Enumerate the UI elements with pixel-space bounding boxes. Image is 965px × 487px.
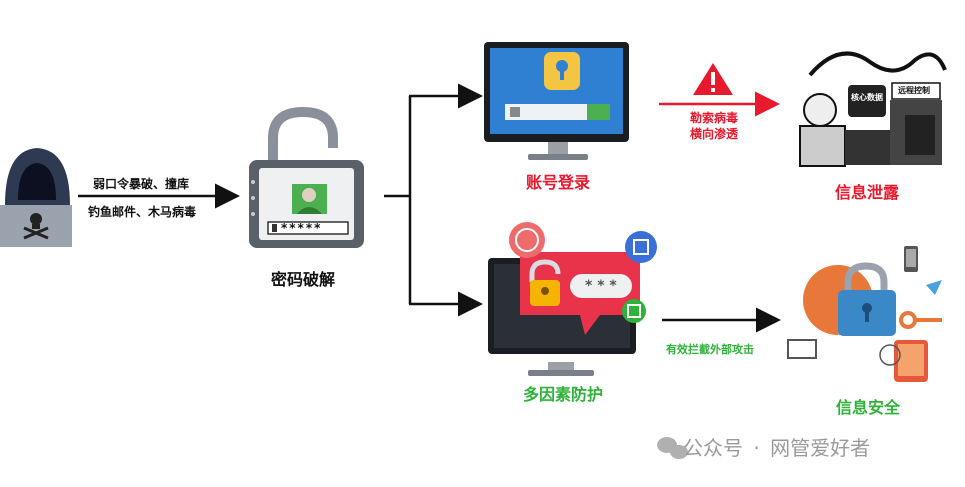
brain-label: 核心数据 [851, 93, 883, 102]
hacker-icon [0, 148, 72, 247]
info-leak-illustration-icon [799, 51, 947, 167]
wechat-icon [657, 437, 688, 459]
warning-icon [693, 63, 733, 95]
watermark: 公众号 · 网管爱好者 [655, 432, 870, 461]
watermark-dot: · [753, 436, 760, 460]
intercept-label: 有效拦截外部攻击 [666, 343, 754, 356]
branch-arrows [384, 83, 483, 317]
password-crack-device-icon [249, 106, 364, 248]
account-login-monitor-icon [484, 42, 629, 160]
screen-mask-text: ***** [281, 221, 323, 235]
node-mfa: 多因素防护 [523, 385, 604, 404]
watermark-account: 公众号 [683, 436, 743, 460]
attack-method-line-2: 钓鱼邮件、木马病毒 [88, 205, 197, 219]
node-info-leak: 信息泄露 [835, 183, 900, 202]
node-info-safe: 信息安全 [836, 398, 901, 417]
node-account-login: 账号登录 [526, 173, 591, 192]
node-password-crack: 密码破解 [271, 270, 336, 289]
info-safe-illustration-icon [787, 246, 942, 382]
mfa-monitor-icon [488, 222, 657, 376]
attack-method-line-1: 弱口令暴破、撞库 [93, 177, 190, 191]
password-mask-text: * * * [585, 278, 617, 294]
watermark-name: 网管爱好者 [770, 436, 871, 460]
threat-label-line-2: 横向渗透 [690, 127, 739, 141]
threat-label-line-1: 勒索病毒 [690, 111, 739, 125]
poster-label: 远程控制 [898, 86, 930, 95]
